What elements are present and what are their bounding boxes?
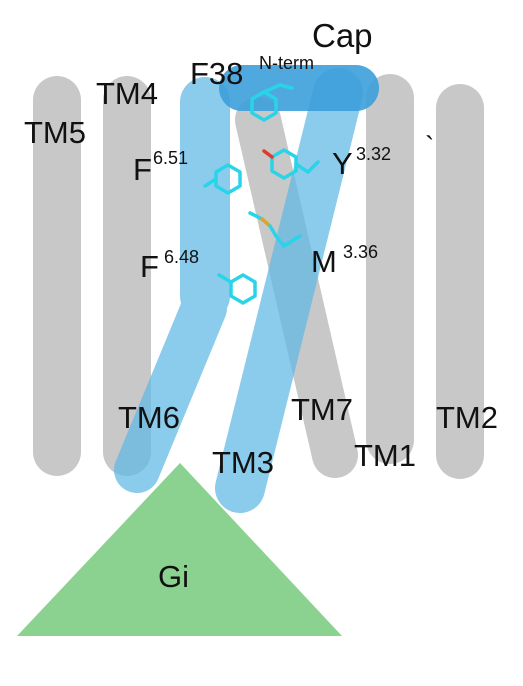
y332-residue-icon — [262, 148, 320, 180]
label-f648: F — [140, 249, 159, 284]
f651-residue-icon — [203, 163, 242, 195]
label-tm6: TM6 — [118, 400, 180, 435]
f648-residue-icon — [217, 273, 257, 305]
label-tm4: TM4 — [96, 76, 158, 111]
helix-tm6-lower — [114, 285, 227, 493]
helix-tm3 — [215, 68, 363, 513]
label-f651: F — [133, 152, 152, 187]
label-tm5: TM5 — [24, 115, 86, 150]
gi-protein-triangle — [17, 463, 342, 636]
label-f651-superscript: 6.51 — [153, 148, 188, 168]
label-tm1: TM1 — [354, 438, 416, 473]
label-tick: ` — [425, 131, 434, 162]
label-tm3: TM3 — [212, 445, 274, 480]
label-tm2: TM2 — [436, 400, 498, 435]
blue-helices — [114, 68, 363, 513]
label-m336-superscript: 3.36 — [343, 242, 378, 262]
label-y332-superscript: 3.32 — [356, 144, 391, 164]
label-cap: Cap — [312, 17, 373, 54]
label-tm7: TM7 — [291, 392, 353, 427]
label-f38: F38 — [190, 56, 243, 91]
label-f38-superscript: N-term — [259, 53, 314, 73]
label-y332: Y — [332, 146, 353, 181]
label-f648-superscript: 6.48 — [164, 247, 199, 267]
label-gi: Gi — [158, 559, 189, 594]
f38-residue-icon — [250, 83, 294, 122]
label-m336: M — [311, 244, 337, 279]
m336-residue-icon — [248, 211, 302, 248]
